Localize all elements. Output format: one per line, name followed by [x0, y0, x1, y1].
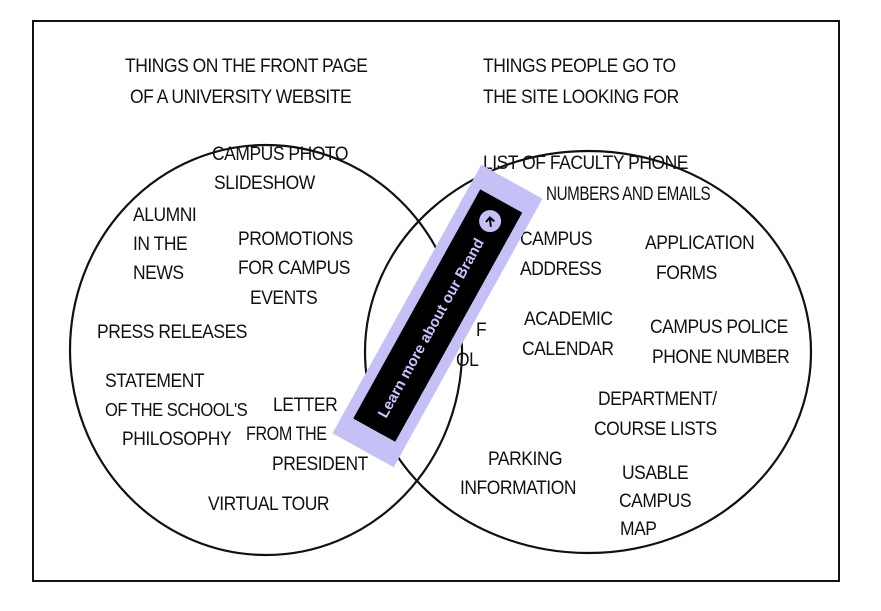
item-application: APPLICATION — [645, 233, 755, 254]
item-alumni-2: IN THE — [133, 234, 188, 255]
item-alumni: ALUMNI — [133, 205, 197, 226]
item-alumni-3: NEWS — [133, 263, 184, 284]
item-campus-photo-2: SLIDESHOW — [214, 173, 315, 194]
item-map-2: CAMPUS — [619, 491, 692, 512]
item-promotions-2: FOR CAMPUS — [238, 258, 350, 279]
item-promotions: PROMOTIONS — [238, 229, 353, 250]
item-campus-photo: CAMPUS PHOTO — [212, 144, 348, 165]
item-statement-3: PHILOSOPHY — [122, 429, 232, 450]
item-application-2: FORMS — [656, 263, 717, 284]
item-address: CAMPUS — [520, 229, 593, 250]
item-calendar-2: CALENDAR — [522, 339, 614, 360]
item-map-3: MAP — [620, 519, 657, 540]
item-faculty: LIST OF FACULTY PHONE — [483, 153, 689, 174]
right-title-line2: THE SITE LOOKING FOR — [483, 87, 679, 108]
item-parking: PARKING — [488, 449, 563, 470]
item-letter-3: PRESIDENT — [272, 454, 368, 475]
item-department-2: COURSE LISTS — [594, 419, 717, 440]
item-promotions-3: EVENTS — [250, 288, 318, 309]
right-circle — [363, 149, 813, 555]
overlap-item-1: F — [476, 320, 487, 341]
item-virtual-tour: VIRTUAL TOUR — [208, 494, 330, 515]
comic-frame — [32, 20, 840, 582]
left-circle — [68, 143, 464, 557]
item-statement-2: OF THE SCHOOL'S — [105, 400, 248, 420]
brand-ad-inner[interactable]: Learn more about our Brand — [352, 189, 523, 443]
arrow-up-right-circle-icon[interactable] — [474, 206, 505, 237]
overlap-item-2: OL — [456, 350, 479, 371]
item-calendar: ACADEMIC — [524, 309, 613, 330]
item-letter: LETTER — [273, 395, 338, 416]
item-faculty-2: NUMBERS AND EMAILS — [546, 184, 711, 205]
right-title-line1: THINGS PEOPLE GO TO — [483, 56, 676, 77]
item-statement: STATEMENT — [105, 371, 205, 392]
item-map: USABLE — [622, 463, 689, 484]
left-title-line2: OF A UNIVERSITY WEBSITE — [130, 87, 352, 108]
item-press: PRESS RELEASES — [97, 322, 247, 343]
left-title-line1: THINGS ON THE FRONT PAGE — [125, 56, 368, 77]
item-parking-2: INFORMATION — [460, 478, 577, 499]
item-police-2: PHONE NUMBER — [652, 347, 790, 368]
item-department: DEPARTMENT/ — [598, 389, 717, 410]
item-police: CAMPUS POLICE — [650, 317, 788, 338]
item-letter-2: FROM THE — [246, 424, 327, 445]
brand-ad-banner[interactable]: Learn more about our Brand — [332, 164, 543, 468]
item-address-2: ADDRESS — [520, 259, 602, 280]
